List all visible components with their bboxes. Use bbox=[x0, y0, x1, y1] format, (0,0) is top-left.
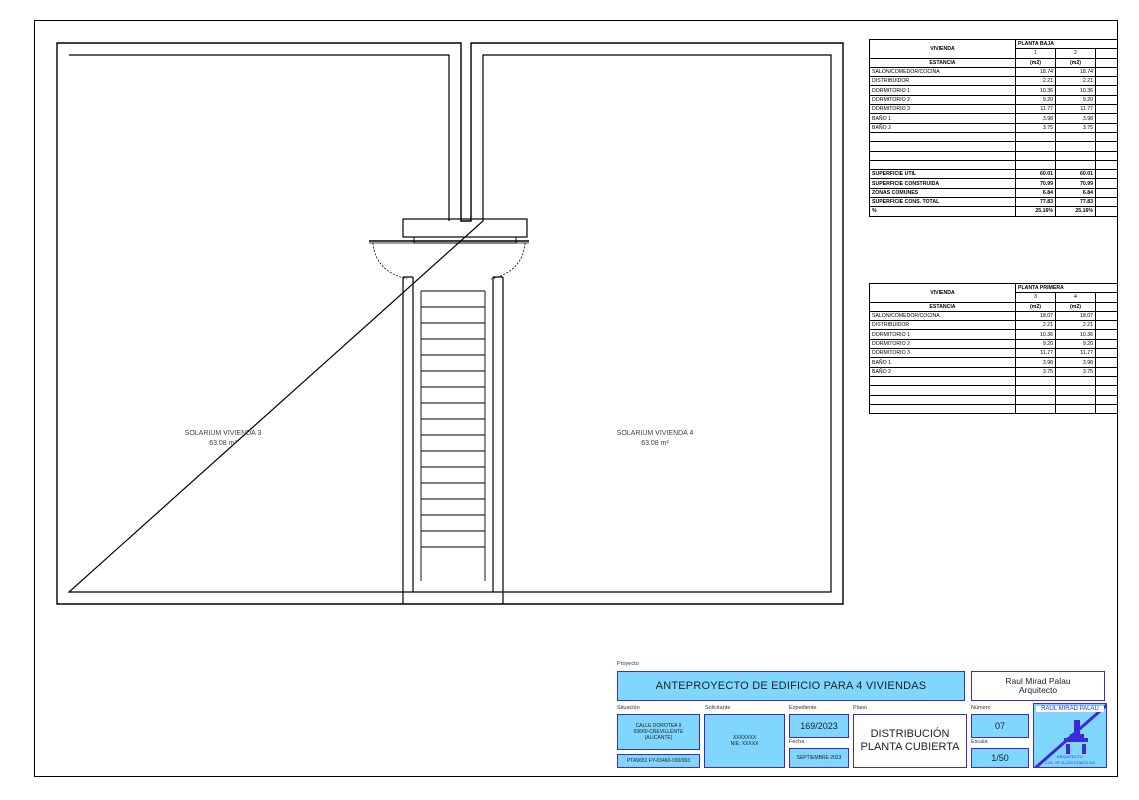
logo-name: RAUL MIRAD PALAU bbox=[1036, 706, 1104, 712]
label-expediente: Expediente bbox=[789, 705, 817, 711]
area-table-planta-primera: VIVIENDA PLANTA PRIMERA 3 4 ESTANCIA (m2… bbox=[869, 282, 1117, 415]
logo-mark-icon bbox=[1034, 704, 1106, 767]
unit-number: 4 bbox=[1055, 292, 1096, 303]
escala-box: 1/50 bbox=[971, 748, 1029, 768]
architect-name: Raul Mirad Palau bbox=[1005, 676, 1071, 686]
table-group-header: PLANTA PRIMERA bbox=[1014, 282, 1117, 294]
unit-number: 3 bbox=[1015, 292, 1056, 303]
situacion-box: CALLE DOROTEA 9 03660-CREVILLENTE (ALICA… bbox=[617, 714, 700, 750]
project-title-box: ANTEPROYECTO DE EDIFICIO PARA 4 VIVIENDA… bbox=[617, 671, 965, 701]
unit-number: 1 bbox=[1015, 48, 1056, 59]
plano-box: DISTRIBUCIÓN PLANTA CUBIERTA bbox=[853, 714, 967, 768]
unit-label: (m2) bbox=[1015, 57, 1056, 68]
room-label-solarium-4: SOLARIUM VIVIENDA 4 bbox=[617, 430, 694, 437]
solicitante-box: XXXXXXX NIE: XXXXX bbox=[704, 714, 785, 768]
room-area-solarium-3: 63.08 m² bbox=[209, 440, 237, 447]
label-solicitante: Solicitante bbox=[705, 705, 731, 711]
table-group-header: PLANTA BAJA bbox=[1014, 38, 1117, 50]
door-swing-right bbox=[490, 242, 526, 280]
room-label-solarium-3: SOLARIUM VIVIENDA 3 bbox=[185, 430, 262, 437]
label-plano: Plano bbox=[853, 705, 868, 711]
numero-box: 07 bbox=[971, 714, 1029, 738]
architect-role: Arquitecto bbox=[1018, 685, 1058, 695]
architect-logo: RAUL MIRAD PALAU ARQUITECTO COL. Nº 11,2… bbox=[1033, 703, 1107, 768]
label-proyecto: Proyecto bbox=[617, 661, 639, 667]
table-header-vivienda: VIVIENDA bbox=[869, 283, 1016, 303]
unit-label: (m2) bbox=[1055, 301, 1096, 312]
room-area-solarium-4: 63.08 m² bbox=[641, 440, 669, 447]
drawing-sheet: SOLARIUM VIVIENDA 3 63.08 m² SOLARIUM VI… bbox=[34, 20, 1118, 777]
door-swing-left bbox=[372, 242, 408, 280]
project-title: ANTEPROYECTO DE EDIFICIO PARA 4 VIVIENDA… bbox=[655, 680, 927, 692]
table-header-vivienda: VIVIENDA bbox=[869, 39, 1016, 59]
table-header-estancia: ESTANCIA bbox=[869, 57, 1016, 68]
label-situacion: Situación bbox=[617, 705, 640, 711]
label-numero: Número bbox=[971, 705, 991, 711]
area-table-planta-baja: VIVIENDA PLANTA BAJA 1 2 ESTANCIA (m2) (… bbox=[869, 38, 1117, 217]
unit-label: (m2) bbox=[1055, 57, 1096, 68]
referencia-box: PTA9651 FY-03460-030/003 bbox=[617, 754, 700, 768]
expediente-box: 169/2023 bbox=[789, 714, 849, 738]
label-fecha: Fecha bbox=[789, 739, 805, 745]
table-row: %25.16%25.16% bbox=[869, 206, 1117, 217]
inner-wall bbox=[67, 54, 832, 593]
outer-wall bbox=[56, 42, 844, 605]
unit-label: (m2) bbox=[1015, 301, 1056, 312]
table-header-estancia: ESTANCIA bbox=[869, 301, 1016, 312]
architect-box: Raul Mirad Palau Arquitecto bbox=[971, 671, 1105, 701]
fecha-box: SEPTIEMBRE 2023 bbox=[789, 748, 849, 768]
logo-sub-1: ARQUITECTO bbox=[1056, 754, 1084, 759]
roof-floor-plan: SOLARIUM VIVIENDA 3 63.08 m² SOLARIUM VI… bbox=[56, 42, 844, 605]
stair-treads bbox=[420, 290, 486, 581]
logo-sub-2: COL. Nº 11,234 COACV ALI bbox=[1044, 760, 1096, 765]
label-escala: Escala bbox=[971, 739, 988, 745]
unit-number: 2 bbox=[1055, 48, 1096, 59]
